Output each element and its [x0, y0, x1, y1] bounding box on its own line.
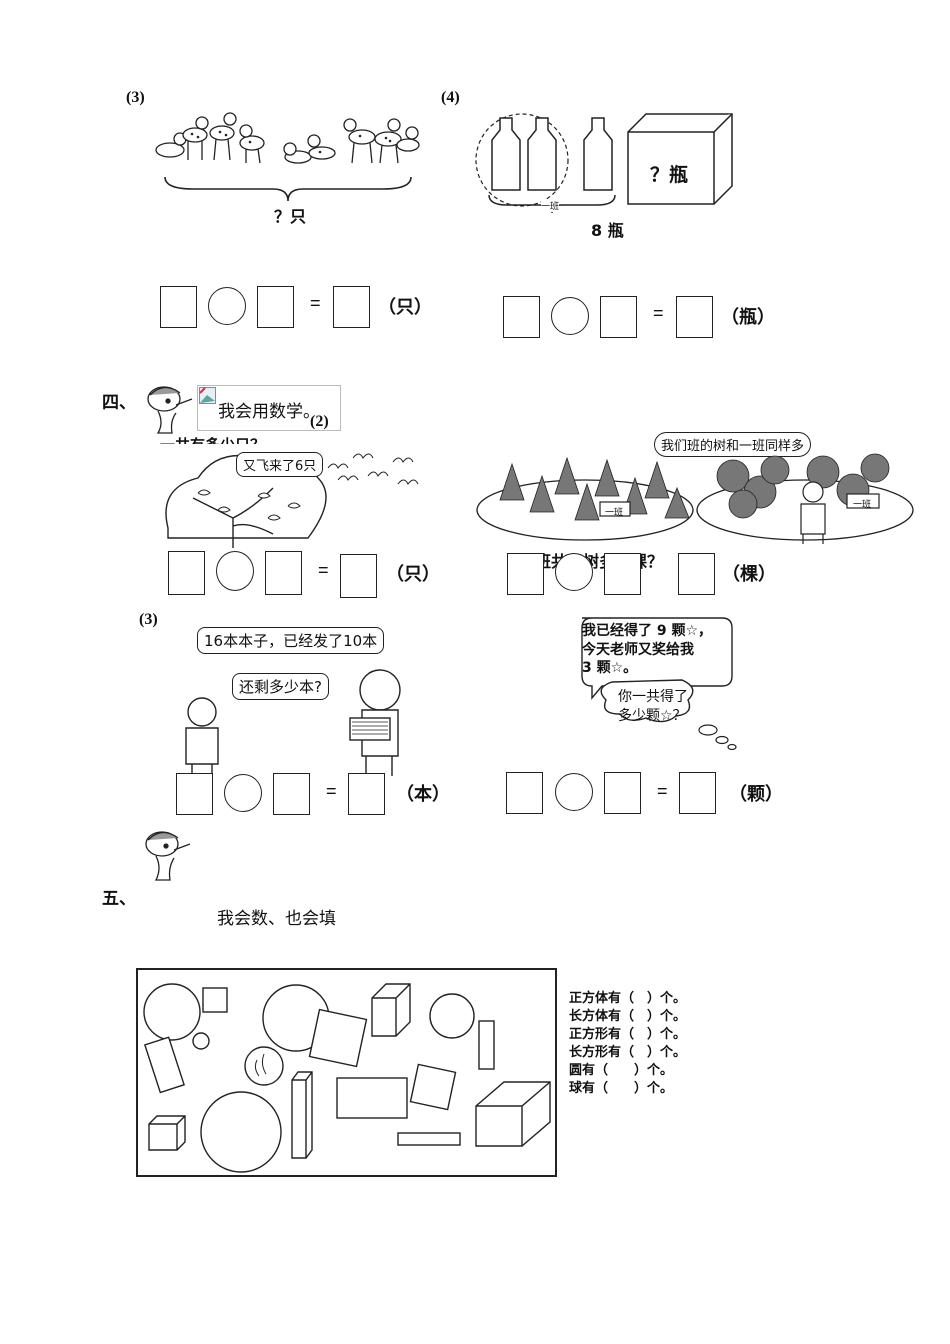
- answer-box-result[interactable]: [678, 553, 715, 595]
- cuboid-shape: [291, 1071, 313, 1159]
- answer-box-1[interactable]: [160, 286, 197, 328]
- bottles-caption: 8 瓶: [591, 221, 624, 240]
- operator-circle[interactable]: [224, 774, 262, 812]
- children-books-illustration: [185, 669, 401, 778]
- answer-box-2[interactable]: [604, 553, 641, 595]
- brace-small-tag: 一班: [541, 199, 560, 212]
- deer-caption: ？只: [274, 207, 307, 226]
- bird-speech-bubble: 又飞来了6只: [236, 452, 324, 477]
- equals-sign: =: [326, 781, 337, 801]
- unit-label: （颗）: [729, 784, 783, 805]
- partial-question: 一共有多少只？: [160, 434, 265, 444]
- unit-label: （本）: [396, 784, 450, 805]
- answer-box-2[interactable]: [600, 296, 637, 338]
- answer-box-result[interactable]: [676, 296, 713, 338]
- count-questions: 正方体有（ ）个。 长方体有（ ）个。 正方形有（ ）个。 长方形有（ ）个。 …: [569, 990, 686, 1098]
- book-speech-bubble-2: 还剩多少本?: [232, 673, 329, 700]
- question-square[interactable]: 正方形有（ ）个。: [569, 1027, 687, 1042]
- operator-circle[interactable]: [216, 551, 254, 591]
- answer-box-1[interactable]: [506, 772, 543, 814]
- question-circle[interactable]: 圆有（ ）个。: [569, 1063, 674, 1078]
- section-5-title: 我会数、也会填: [217, 909, 336, 929]
- answer-box-1[interactable]: [176, 773, 213, 815]
- section-5-number: 五、: [102, 889, 136, 909]
- question-cube[interactable]: 正方体有（ ）个。: [569, 991, 687, 1006]
- sub-2-label: (2): [310, 413, 329, 430]
- section-4-title: 我会用数学。: [218, 402, 320, 422]
- cube-shape: [148, 1115, 186, 1151]
- question-rectangle[interactable]: 长方形有（ ）个。: [569, 1045, 687, 1060]
- question-sphere[interactable]: 球有（ ）个。: [569, 1081, 674, 1096]
- deer-illustration: [155, 112, 420, 164]
- rectangle-shape: [336, 1077, 408, 1119]
- rectangle-shape: [478, 1020, 495, 1070]
- answer-box-2[interactable]: [604, 772, 641, 814]
- answer-box-2[interactable]: [265, 551, 302, 595]
- unit-label: （瓶）: [721, 307, 775, 328]
- brace-bottles: [488, 194, 616, 214]
- question-cuboid[interactable]: 长方体有（ ）个。: [569, 1009, 687, 1024]
- tree-sign-1: 一班: [605, 508, 624, 518]
- trees-illustration: [476, 453, 914, 544]
- shapes-panel: [136, 968, 557, 1177]
- cuboid-shape: [475, 1081, 551, 1147]
- unit-label: （只）: [378, 297, 432, 318]
- box-label: ？瓶: [650, 164, 689, 186]
- star-cloud-bubbles: [581, 617, 737, 751]
- square-shape: [202, 987, 228, 1013]
- square-shape: [308, 1008, 368, 1068]
- tree-sign-2: 一班: [853, 500, 872, 510]
- answer-box-result[interactable]: [679, 772, 716, 814]
- rectangle-shape: [397, 1132, 461, 1146]
- star-question-line-2: 多少颗☆？: [618, 708, 687, 724]
- mascot-icon: [145, 831, 191, 881]
- answer-box-1[interactable]: [503, 296, 540, 338]
- answer-box-1[interactable]: [507, 553, 544, 595]
- star-speech-line-2: 今天老师又奖给我: [582, 642, 694, 658]
- circle-shape: [429, 993, 475, 1039]
- circle-shape: [143, 983, 201, 1041]
- circle-shape: [192, 1032, 210, 1050]
- operator-circle[interactable]: [551, 297, 589, 335]
- operator-circle[interactable]: [555, 553, 593, 591]
- answer-box-result[interactable]: [348, 773, 385, 815]
- broken-image-icon: [199, 387, 216, 404]
- equals-sign: =: [657, 781, 668, 801]
- rectangle-shape: [143, 1036, 185, 1094]
- star-question-line-1: 你一共得了: [618, 689, 688, 705]
- problem-3-label: (3): [126, 89, 145, 106]
- answer-box-result[interactable]: [333, 286, 370, 328]
- cube-shape: [371, 983, 411, 1037]
- answer-box-2[interactable]: [257, 286, 294, 328]
- answer-box-1[interactable]: [168, 551, 205, 595]
- circle-shape: [200, 1091, 282, 1173]
- problem-4-label: (4): [441, 89, 460, 106]
- sub-3-label: (3): [139, 611, 158, 628]
- star-speech-line-1: 我已经得了 9 颗☆，: [582, 623, 713, 639]
- brace-deer: [164, 176, 412, 202]
- title-frame: [197, 385, 341, 431]
- equals-sign: =: [310, 293, 321, 313]
- answer-box-result[interactable]: [340, 554, 377, 598]
- operator-circle[interactable]: [555, 773, 593, 811]
- bottles-illustration: [475, 113, 733, 207]
- unit-label: （只）: [386, 564, 440, 585]
- square-shape: [409, 1063, 457, 1111]
- sphere-shape: [244, 1046, 284, 1086]
- book-speech-bubble-1: 16本本子，已经发了10本: [197, 627, 385, 654]
- tree-speech-bubble: 我们班的树和一班同样多: [654, 432, 812, 457]
- equals-sign: =: [653, 303, 664, 323]
- section-4-number: 四、: [102, 393, 136, 413]
- unit-label: （棵）: [722, 564, 776, 585]
- equals-sign: =: [318, 560, 329, 580]
- operator-circle[interactable]: [208, 287, 246, 325]
- mascot-icon: [147, 386, 193, 434]
- star-speech-line-3: 3 颗☆。: [582, 660, 638, 676]
- answer-box-2[interactable]: [273, 773, 310, 815]
